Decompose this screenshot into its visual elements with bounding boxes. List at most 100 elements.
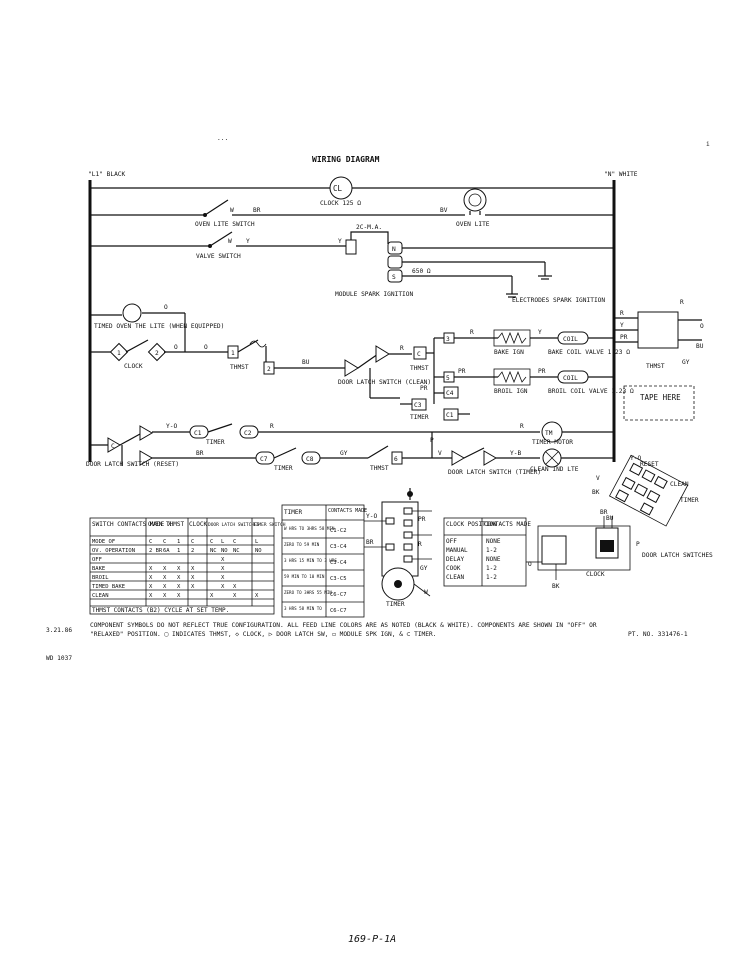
switch-table-cell: 2 BR [149,548,163,554]
footnote-part-no: PT. NO. 331476-1 [628,631,688,638]
module-terminal-s: S [392,274,396,281]
timer-clean-label: TIMER [274,465,293,472]
switch-table-cell: MODE OF [92,539,115,545]
switch-table-cell: 1 [177,548,180,554]
st-head-1: OVEN THMST [148,521,185,528]
thmst-right-pr: PR [620,334,628,341]
thmst-right-y: Y [620,322,624,329]
label-bv-1: BV [440,207,448,214]
timer-table-contacts: C1-C2 [330,528,347,534]
timer-face-t3 [403,531,413,539]
clock-table-frame [443,517,527,587]
footnote-line-2: "RELAXED" POSITION. ▢ INDICATES THMST, ◇… [90,631,436,638]
st-head-3: DOOR LATCH SWITCHES [208,522,260,528]
clock-switch-label: CLOCK [124,363,143,370]
st-head-4: TIMER SWITCH [253,522,286,528]
door-latch-clean-blade [357,353,379,369]
top-dots: ... [217,135,228,142]
broil-coil-label: BROIL COIL VALVE 1.23 Ω [548,388,634,395]
timer-c1-blade [207,423,233,433]
clock-table-contacts: NONE [486,538,501,545]
clock-face-left [541,535,567,565]
clock-switch-blade [125,339,149,353]
label-yo-1: Y-O [166,423,177,430]
switch-table-cell: OFF [92,557,102,563]
clock-face-br: BR [600,509,608,516]
label-y-2: Y [338,238,342,245]
clock-switch-diamond-1 [109,342,129,362]
door-latch-switches-label: DOOR LATCH SWITCHES [642,552,713,559]
label-w-1: W [230,207,234,214]
switch-table-cell: X [163,593,167,599]
switch-table-cell: X [163,584,167,590]
st-head-2: CLOCK [189,521,207,528]
thmst-clean-label: THMST [370,465,389,472]
footnote-date: 3.21.86 [46,627,72,634]
thmst-right-label: THMST [646,363,665,370]
page-number: 169-P-1A [348,934,396,945]
label-v-1: V [438,450,442,457]
switch-table-note: THMST CONTACTS (B2) CYCLE AT SET TEMP. [92,607,229,614]
door-latch-timer-label: DOOR LATCH SWITCH (TIMER) [448,469,541,476]
label-gy-1: GY [340,450,348,457]
label-r-4: R [520,423,524,430]
timer-face-t4 [403,543,413,551]
timer-table-contacts: C6-C7 [330,592,347,598]
broil-coil-inner: COIL [563,375,578,382]
thmst-right-top: R [680,299,684,306]
switch-table-cell: X [149,566,153,572]
clock-switch-diamond-2 [147,342,167,362]
thmst-right-gy: GY [682,359,690,366]
switch-table-cell: L [255,539,259,545]
switch-table-cell: X [221,575,225,581]
latch-v-label: V [596,475,600,482]
latch-reset-label: RESET [640,461,659,468]
label-br-1: BR [253,207,261,214]
label-pr-1: PR [458,368,466,375]
door-latch-reset-tri-1 [107,437,121,453]
switch-table-cell: NC [233,548,240,554]
timer-c1-label: C1 [446,412,454,419]
latch-sw-f [646,490,661,504]
oven-lite-bulb [463,188,487,212]
switch-table-cell: L [221,539,225,545]
timer-face-center [394,580,402,588]
door-latch-timer-blade [463,447,485,459]
switch-table-cell: C [149,539,152,545]
bake-ign-label: BAKE IGN [494,349,524,356]
thmst-blade [237,339,259,353]
clock-sw-term-1: 1 [117,350,121,357]
switch-table-cell: X [177,584,181,590]
switch-table-cell: X [191,575,195,581]
label-br-2: BR [196,450,204,457]
switch-table-cell: OV. OPERATION [92,548,135,554]
module-label: MODULE SPARK IGNITION [335,291,414,298]
switch-table-cell: 1 [177,539,180,545]
thmst-right-body [637,311,679,349]
switch-table-cell: X [233,593,237,599]
ct-head-1: CONTACTS MADE [484,521,531,528]
timer-face-body [381,501,419,577]
thmst-term-2: 2 [267,366,271,373]
timer-c2-motor-label: C2 [244,430,252,437]
timer-face-t6 [385,517,395,525]
valve-switch-blade [209,231,233,247]
switch-table-cell: NO [255,548,262,554]
module-resist-label: 650 Ω [412,268,431,275]
st-head-0: SWITCH CONTACTS MADE X [92,521,172,528]
timer-face-diagram: TIMER Y-O BR PR R GY W [364,488,432,608]
thmst-term-3-label: 3 [446,336,450,343]
door-latch-reset-blade [119,433,141,446]
clock-face-o: O [528,561,532,568]
thmst-clean-6: 6 [394,456,398,463]
timer-table-range: ZERO TO 59 MIN [284,542,320,547]
latch-bu-label: BU [606,515,614,522]
label-o-2: O [174,344,178,351]
label-r-2: R [470,329,474,336]
footnote-wd: WD 1037 [46,655,72,662]
thmst-right-r: R [620,310,624,317]
clock-table-contacts: 1-2 [486,547,497,554]
clock-face-diagram: O BK BR CLOCK [526,509,631,590]
switch-table-cell: X [177,593,181,599]
label-r-3: R [270,423,274,430]
